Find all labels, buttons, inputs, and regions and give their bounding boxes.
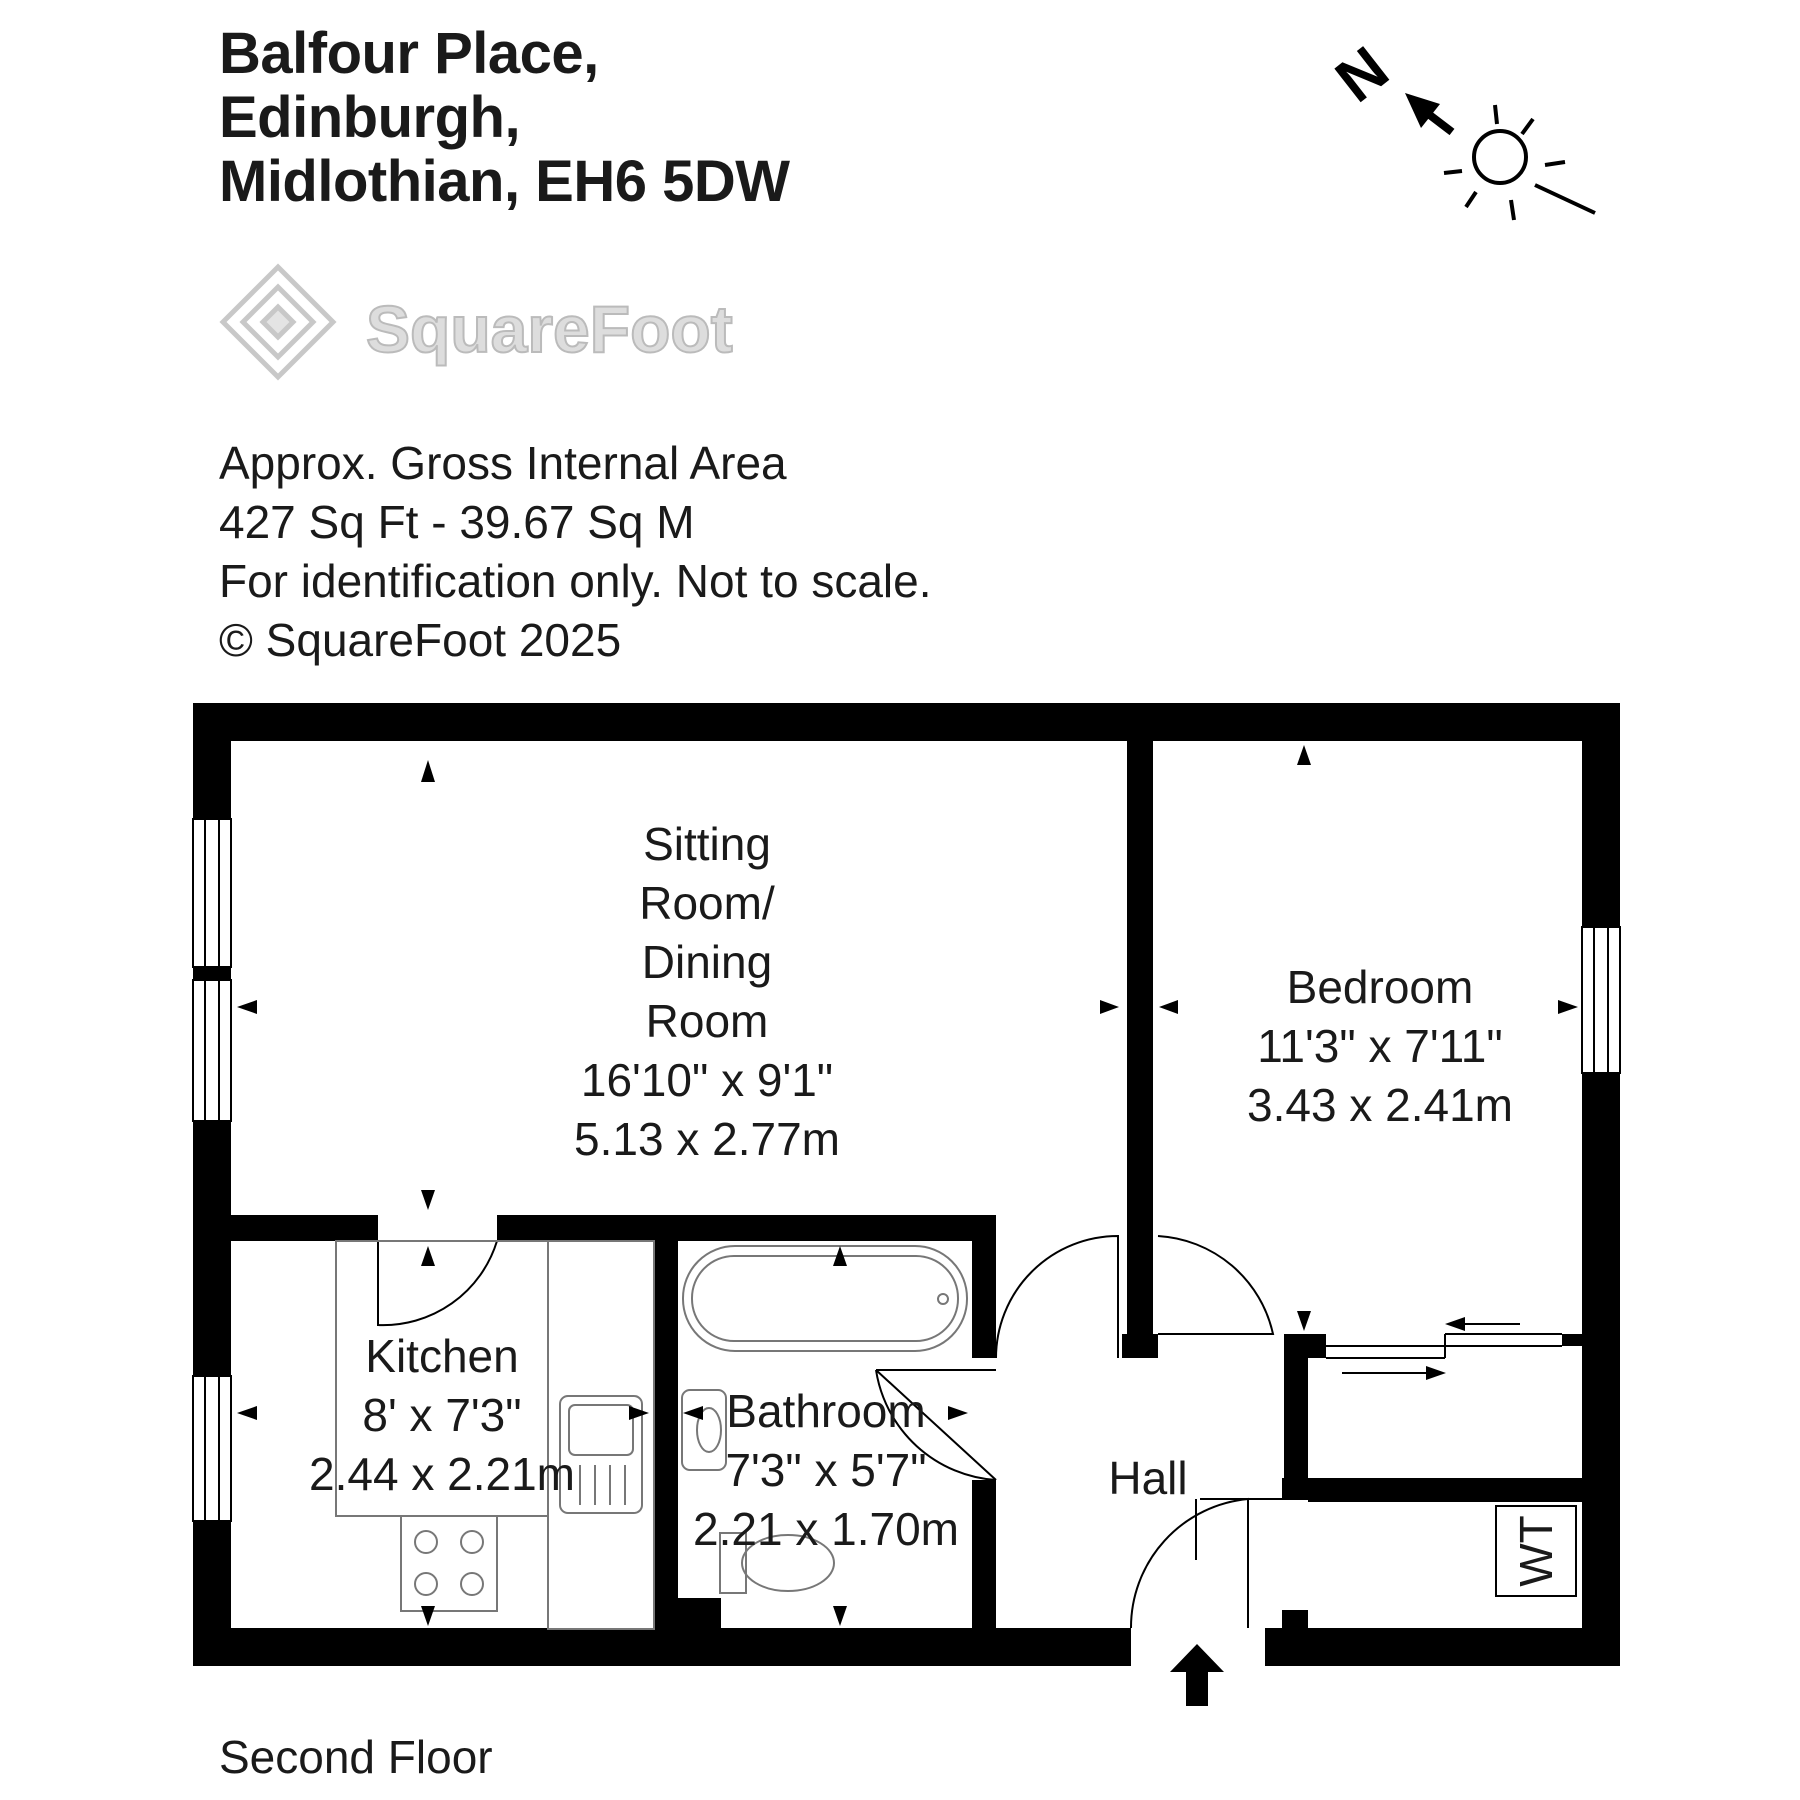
fixtures [335,1240,1577,1630]
area-info-line-4: © SquareFoot 2025 [219,614,622,666]
sitting-room-name-4: Room [646,995,769,1047]
bedroom-name: Bedroom [1287,961,1474,1013]
kitchen-label: Kitchen 8' x 7'3" 2.44 x 2.21m [309,1330,575,1500]
floor-name: Second Floor [219,1731,493,1783]
kitchen-counter-right [547,1240,655,1630]
area-info-line-3: For identification only. Not to scale. [219,555,932,607]
basin-icon [681,1389,727,1471]
interior-walls [231,741,1582,1628]
bathroom-label: Bathroom 7'3" x 5'7" 2.21 x 1.70m [693,1385,959,1555]
sitting-room-name-3: Dining [642,936,772,988]
wardrobe-arrow-lines [1342,1323,1520,1374]
windows [192,818,1621,1522]
address-line-2: Edinburgh, [219,85,521,150]
address-line-3: Midlothian, EH6 5DW [219,149,790,214]
hall-label: Hall [1108,1452,1187,1504]
sitting-room-imperial: 16'10" x 9'1" [581,1054,833,1106]
squarefoot-logo: SquareFoot [219,263,734,381]
bath-icon [682,1245,968,1352]
sitting-room-label: Sitting Room/ Dining Room 16'10" x 9'1" … [574,818,840,1165]
address-block: Balfour Place, Edinburgh, Midlothian, EH… [219,22,790,214]
hob-icon [400,1515,498,1612]
bedroom-imperial: 11'3" x 7'11" [1257,1020,1502,1072]
entrance-arrow-icon [1170,1644,1224,1706]
toilet-icon [719,1532,747,1594]
window-mullions [193,967,231,1376]
kitchen-imperial: 8' x 7'3" [362,1389,521,1441]
wt-text: WT [1510,1515,1562,1587]
logo-mark-icon [219,263,337,381]
sun-icon [1443,104,1596,221]
compass-rose: N [1324,34,1596,221]
water-tank-box [1495,1505,1577,1597]
logo-brand-text: SquareFoot [366,292,733,366]
kitchen-metric: 2.44 x 2.21m [309,1448,575,1500]
bedroom-metric: 3.43 x 2.41m [1247,1079,1513,1131]
area-info: Approx. Gross Internal Area 427 Sq Ft - … [219,434,931,670]
bathroom-metric: 2.21 x 1.70m [693,1503,959,1555]
sitting-room-metric: 5.13 x 2.77m [574,1113,840,1165]
north-arrow-icon [1405,93,1455,136]
sitting-room-name-2: Room/ [639,877,775,929]
hall-name: Hall [1108,1452,1187,1504]
bathroom-imperial: 7'3" x 5'7" [725,1444,926,1496]
sitting-room-name-1: Sitting [643,818,771,870]
exterior-walls [193,703,1620,1666]
sink-icon [559,1395,643,1514]
area-info-line-1: Approx. Gross Internal Area [219,437,787,489]
kitchen-name: Kitchen [365,1330,518,1382]
area-info-line-2: 427 Sq Ft - 39.67 Sq M [219,496,695,548]
bedroom-label: Bedroom 11'3" x 7'11" 3.43 x 2.41m [1247,961,1513,1131]
dimension-arrows [237,745,1578,1626]
bathroom-name: Bathroom [726,1385,925,1437]
wt-label: WT [1510,1515,1562,1587]
doors [377,1234,1562,1629]
address-line-1: Balfour Place, [219,21,599,86]
